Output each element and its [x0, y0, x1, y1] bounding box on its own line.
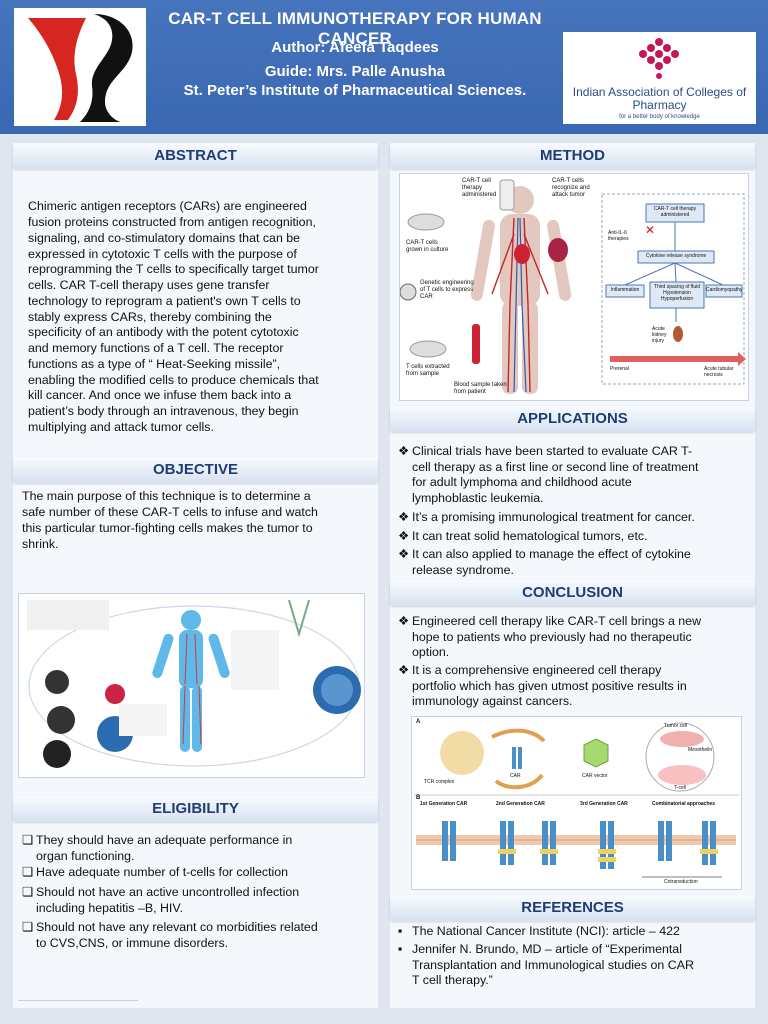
abstract-line: signaling, and co-stimulatory domains th…	[28, 231, 301, 245]
abstract-line: multiplying and attack tumor cells.	[28, 420, 214, 434]
iacp-emblem-icon	[639, 38, 679, 79]
abstract-line: technology to reprogram a patient's own …	[28, 294, 301, 308]
eligibility-item: ❏ Should not have any relevant co morbid…	[22, 920, 318, 950]
method-label: CAR-T cell therapy administered	[462, 178, 497, 198]
references-heading: REFERENCES	[390, 895, 755, 921]
objective-line: safe number of these CAR-T cells to infu…	[22, 505, 318, 519]
author-line: Author: Afeefa Taqdees	[271, 39, 439, 56]
left-column	[13, 143, 378, 1008]
figure-label: CAR vector	[582, 773, 608, 779]
abstract-line: enabling the modified cells to produce c…	[28, 373, 319, 387]
institute-line: St. Peter’s Institute of Pharmaceutical …	[183, 82, 527, 99]
square-bullet-icon: ❏	[22, 865, 34, 879]
figure-label: Mesothelin	[688, 747, 713, 753]
abstract-line: fusion proteins constructed from antigen…	[28, 215, 316, 229]
square-bullet-icon: ❏	[22, 885, 34, 899]
abstract-line: functions as a type of “ Heat-Seeking mi…	[28, 357, 281, 371]
method-heading: METHOD	[390, 143, 755, 169]
reference-item: ▪ The National Cancer Institute (NCI): a…	[398, 924, 680, 938]
check-bullet-icon: ❖	[398, 510, 410, 524]
figure-label: TCR complex	[424, 779, 455, 785]
applications-item: ❖ It can treat solid hematological tumor…	[398, 529, 648, 543]
abstract-line: and memory functions of a T cell. The re…	[28, 341, 284, 355]
method-label: Genetic engineering of T cells to expres…	[420, 280, 474, 300]
iacp-name: Indian Association of Colleges of Pharma…	[572, 85, 747, 112]
check-bullet-icon: ❖	[398, 547, 410, 561]
method-label: Cardiomyopathy	[706, 287, 743, 293]
abstract-line: kill cancer. And once we infuse them bac…	[28, 388, 292, 402]
poster-header: CAR-T CELL IMMUNOTHERAPY FOR HUMAN CANCE…	[0, 0, 768, 134]
abstract-line: cells. CAR T-cell therapy uses gene tran…	[28, 278, 270, 292]
method-label: Acute kidney injury	[652, 326, 667, 344]
method-label: Inflammation	[610, 287, 640, 293]
conclusion-heading: CONCLUSION	[390, 580, 755, 606]
dot-bullet-icon: ▪	[398, 924, 403, 938]
poster-title: CAR-T CELL IMMUNOTHERAPY FOR HUMAN CANCE…	[168, 9, 542, 48]
figure-panel-label: A	[416, 719, 421, 725]
eligibility-item: ❏ Should not have an active uncontrolled…	[22, 885, 300, 915]
figure-label: 2nd Generation CAR	[496, 801, 545, 807]
method-label: Acute tubular necrosis	[704, 366, 734, 378]
method-label: Prerenal	[610, 366, 629, 372]
figure-label: Combinatorial approaches	[652, 801, 716, 807]
abstract-heading: ABSTRACT	[13, 143, 378, 169]
footer-divider	[18, 1000, 138, 1001]
check-bullet-icon: ❖	[398, 444, 410, 458]
method-label: Blood sample taken from patient	[454, 382, 507, 395]
abstract-line: reprogramming the T cells to specificall…	[28, 262, 319, 276]
institute-logo	[14, 8, 146, 126]
eligibility-item: ❏ They should have an adequate performan…	[22, 833, 293, 863]
reference-item: ▪ Jennifer N. Brundo, MD – article of “E…	[398, 942, 694, 988]
figure-label: Tumor cell	[664, 723, 688, 729]
abstract-line: expressed in cytotoxic T cells with the …	[28, 247, 297, 261]
square-bullet-icon: ❏	[22, 833, 34, 847]
abstract-line: Chimeric antigen receptors (CARs) are en…	[28, 199, 307, 213]
abstract-line: specificity of an antibody with the pote…	[28, 325, 299, 339]
eligibility-item: ❏ Have adequate number of t-cells for co…	[22, 865, 289, 879]
conclusion-item: ❖ It is a comprehensive engineered cell …	[398, 663, 687, 709]
method-label: CAR-T cells recognize and attack tumor	[552, 178, 590, 198]
objective-line: this particular tumor-fighting cells mak…	[22, 521, 313, 535]
method-figure: ✕ CAR-T cell therapy administered CAR-T …	[399, 173, 749, 401]
eligibility-heading: ELIGIBILITY	[13, 796, 378, 822]
figure-label: 1st Generation CAR	[420, 801, 468, 807]
abstract-line: stably express CARs, thereby combining t…	[28, 310, 272, 324]
conclusion-item: ❖ Engineered cell therapy like CAR-T cel…	[398, 614, 702, 660]
figure-label: 3rd Generation CAR	[580, 801, 628, 807]
applications-item: ❖ Clinical trials have been started to e…	[398, 444, 699, 505]
method-label: Cytokine release syndrome	[645, 253, 707, 259]
svg-text:✕: ✕	[645, 223, 655, 237]
check-bullet-icon: ❖	[398, 529, 410, 543]
dot-bullet-icon: ▪	[398, 942, 403, 956]
figure-panel-label: B	[416, 795, 421, 801]
figure-label: T-cell	[674, 785, 686, 791]
applications-item: ❖ It can also applied to manage the effe…	[398, 547, 691, 577]
objective-line: The main purpose of this technique is to…	[22, 489, 311, 503]
check-bullet-icon: ❖	[398, 663, 410, 677]
applications-item: ❖ It’s a promising immunological treatme…	[398, 510, 695, 524]
method-label: Third spacing of fluid Hypotension Hypop…	[653, 284, 701, 302]
figure-label: CAR	[510, 773, 521, 779]
objective-line: shrink.	[22, 537, 59, 551]
method-label: CAR-T cell therapy administered	[653, 206, 697, 218]
iacp-logo: Indian Association of Colleges of Pharma…	[563, 32, 756, 124]
check-bullet-icon: ❖	[398, 614, 410, 628]
applications-heading: APPLICATIONS	[390, 406, 755, 432]
iacp-tagline: for a better body of knowledge	[619, 114, 700, 120]
method-label: CAR-T cells grown in culture	[406, 240, 449, 253]
abstract-line: patient’s body through an intravenous, t…	[28, 404, 299, 418]
method-label: Anti-IL-6 therapies	[608, 230, 629, 242]
figure-label: Cotransduction	[664, 879, 698, 885]
guide-line: Guide: Mrs. Palle Anusha	[264, 63, 446, 80]
method-label: T cells extracted from sample	[406, 364, 450, 377]
square-bullet-icon: ❏	[22, 920, 34, 934]
objective-heading: OBJECTIVE	[13, 457, 378, 483]
car-generations-figure: A B 1st Generation CAR 2nd Generation CA…	[411, 716, 742, 890]
car-t-body-illustration	[18, 593, 365, 778]
